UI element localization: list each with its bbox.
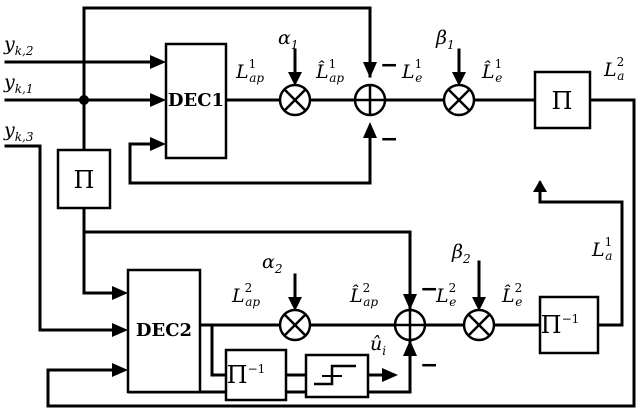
arrow-alpha2	[288, 297, 302, 311]
arrow-beta2	[472, 297, 486, 311]
wire-left-pi-out	[82, 206, 122, 295]
interleaver-left: Π	[56, 148, 112, 210]
alpha2-label: α2	[262, 251, 282, 276]
arrow-dec2-a	[112, 286, 128, 300]
wire-to-adder2	[82, 230, 412, 312]
input-yk2-label: yk,2	[3, 33, 33, 58]
arrow-adder2-bottom	[403, 340, 417, 356]
wire-pi-la2	[46, 98, 636, 408]
arrow-beta1	[452, 72, 466, 86]
wire-yk3	[4, 144, 122, 332]
adder2-minus-top: −	[420, 277, 438, 302]
wire-top-loop	[82, 6, 372, 102]
multiplier-3	[278, 308, 312, 342]
arrow-hd-out	[382, 368, 398, 382]
arrow-dec2-b	[112, 323, 128, 337]
multiplier-1	[278, 83, 312, 117]
dec1-label: DEC1	[168, 90, 224, 111]
adder2-minus-bottom: −	[420, 353, 438, 378]
wire-dec1-feedback	[128, 126, 372, 185]
beta1-label: β1	[435, 27, 455, 52]
alpha1-label: α1	[278, 27, 298, 52]
arrow-alpha1	[288, 72, 302, 86]
wire-deint-la1	[538, 181, 624, 327]
input-yk3-label: yk,3	[3, 119, 34, 144]
arrow-adder2-top	[403, 294, 417, 310]
arrow-yk1	[150, 93, 166, 107]
dec1-block: DEC1	[164, 42, 228, 160]
beta2-label: β2	[451, 241, 471, 266]
junction-yk1	[79, 95, 89, 105]
uhat-label: ûi	[370, 333, 386, 358]
arrowheads	[112, 55, 547, 382]
arrow-yk2	[150, 55, 166, 69]
arrow-dec2-c	[112, 363, 128, 377]
arrow-adder1-top	[363, 62, 377, 78]
interleaver-top-label: Π	[552, 87, 573, 115]
interleaver-left-label: Π	[74, 166, 95, 194]
input-yk1-label: yk,1	[3, 71, 33, 96]
deinterleaver-right-label: Π−1	[541, 311, 580, 339]
hard-decision-block	[304, 353, 370, 399]
deinterleaver-right: Π−1	[538, 295, 600, 355]
multiplier-4	[462, 308, 496, 342]
multiplier-2	[442, 83, 476, 117]
arrow-dec1-fb	[150, 137, 166, 151]
dec2-block: DEC2	[126, 268, 202, 394]
dec2-label: DEC2	[136, 320, 192, 341]
arrow-adder1-bottom	[363, 122, 377, 138]
adder-2	[393, 308, 427, 342]
arrow-la1	[533, 180, 547, 192]
deinterleaver-bottom-label: Π−1	[227, 361, 266, 389]
adder-1	[353, 83, 387, 117]
interleaver-top: Π	[533, 70, 592, 130]
deinterleaver-bottom: Π−1	[224, 348, 288, 402]
wire-hd-branch	[210, 323, 228, 377]
adder1-minus-top: −	[380, 53, 398, 78]
adder1-minus-bottom: −	[380, 127, 398, 152]
